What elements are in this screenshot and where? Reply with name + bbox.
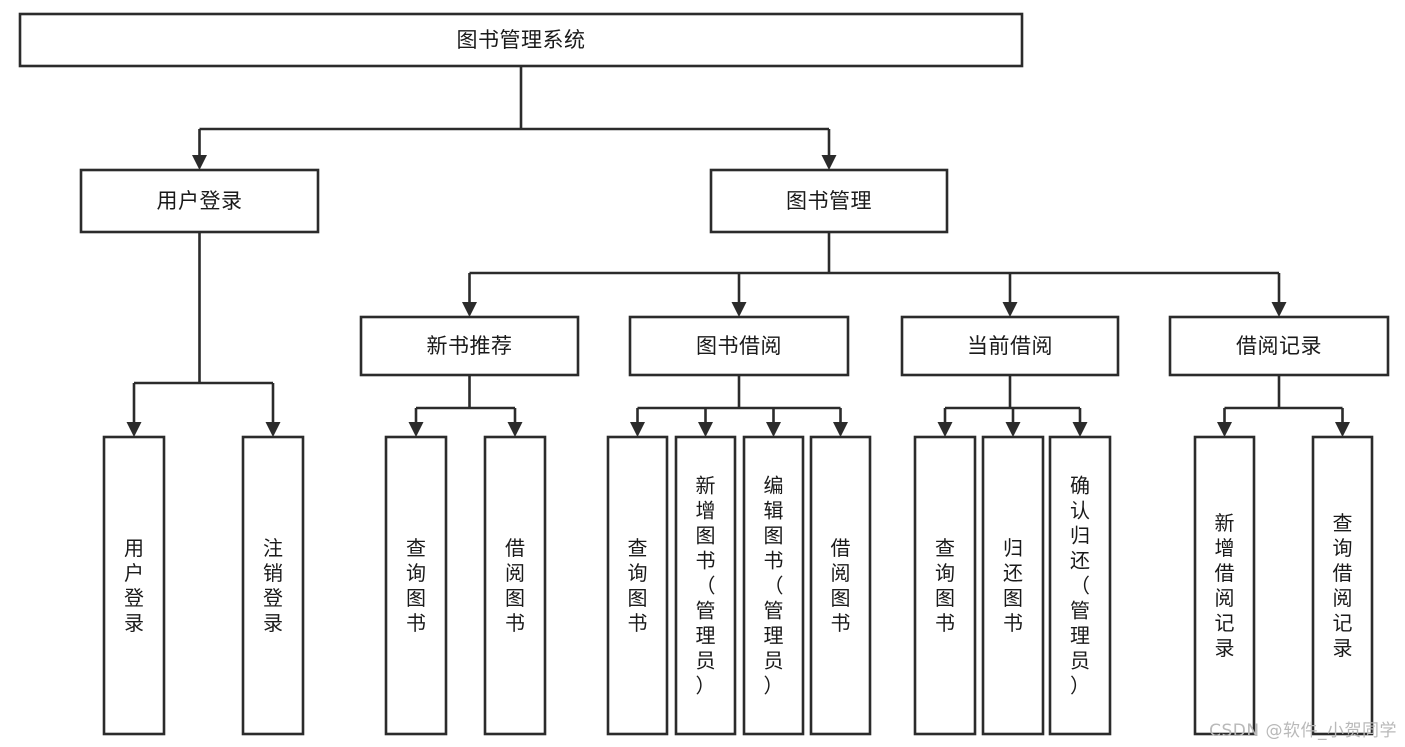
node-box-leaf-user-login[interactable] [102,435,166,736]
node-label-leaf-borrow-book-recommend: 借阅图书 [505,536,525,635]
node-label-leaf-return-book: 归还图书 [1003,536,1023,635]
node-leaf-query-book-current[interactable]: 查询图书 [913,435,977,736]
node-box-current-borrow[interactable] [900,315,1120,377]
arrowhead-icon [1005,422,1021,437]
node-box-book-management[interactable] [709,168,949,234]
node-box-book-borrow[interactable] [628,315,850,377]
arrowhead-icon [126,422,142,437]
node-label-borrow-record: 借阅记录 [1236,334,1322,358]
connector-group-borrow-record [1217,375,1350,437]
node-borrow-record[interactable]: 借阅记录 [1168,315,1390,377]
node-box-leaf-edit-book-admin[interactable] [742,435,805,736]
node-box-leaf-query-book-current[interactable] [913,435,977,736]
node-box-root[interactable] [18,12,1024,68]
node-leaf-query-book-recommend[interactable]: 查询图书 [384,435,448,736]
node-leaf-user-login[interactable]: 用户登录 [102,435,166,736]
node-leaf-borrow-book-recommend[interactable]: 借阅图书 [483,435,547,736]
node-box-borrow-record[interactable] [1168,315,1390,377]
node-leaf-query-book-borrow[interactable]: 查询图书 [606,435,669,736]
connectors-layer [126,66,1350,437]
arrowhead-icon [507,422,523,437]
node-label-leaf-confirm-return-admin: 确认归还（管理员） [1070,474,1090,698]
node-current-borrow[interactable]: 当前借阅 [900,315,1120,377]
node-leaf-edit-book-admin[interactable]: 编辑图书（管理员） [742,435,805,736]
node-leaf-borrow-book-borrow[interactable]: 借阅图书 [809,435,872,736]
arrowhead-icon [1072,422,1088,437]
node-box-new-book-recommend[interactable] [359,315,580,377]
arrowhead-icon [265,422,281,437]
node-label-leaf-query-book-current: 查询图书 [935,536,955,635]
node-label-leaf-edit-book-admin: 编辑图书（管理员） [764,474,784,698]
arrowhead-icon [937,422,953,437]
node-box-leaf-borrow-book-recommend[interactable] [483,435,547,736]
node-label-root: 图书管理系统 [457,28,586,52]
node-label-leaf-borrow-book-borrow: 借阅图书 [831,536,851,635]
node-box-leaf-query-book-borrow[interactable] [606,435,669,736]
connector-group-current-borrow [937,375,1088,437]
arrowhead-icon [1217,422,1232,437]
node-box-leaf-query-book-recommend[interactable] [384,435,448,736]
arrowhead-icon [833,422,848,437]
arrowhead-icon [1335,422,1350,437]
node-leaf-return-book[interactable]: 归还图书 [981,435,1045,736]
connector-group-new-book-recommend [408,375,523,437]
arrowhead-icon [192,155,207,170]
node-leaf-add-borrow-record[interactable]: 新增借阅记录 [1193,435,1256,736]
arrowhead-icon [731,302,747,317]
node-box-user-login[interactable] [79,168,320,234]
node-leaf-query-borrow-record[interactable]: 查询借阅记录 [1311,435,1374,736]
node-leaf-user-logout[interactable]: 注销登录 [241,435,305,736]
arrowhead-icon [408,422,424,437]
node-box-leaf-query-borrow-record[interactable] [1311,435,1374,736]
arrowhead-icon [766,422,781,437]
arrowhead-icon [630,422,645,437]
node-label-book-management: 图书管理 [786,189,872,213]
arrowhead-icon [698,422,713,437]
node-user-login[interactable]: 用户登录 [79,168,320,234]
node-label-current-borrow: 当前借阅 [967,334,1053,358]
node-label-leaf-query-book-recommend: 查询图书 [406,536,426,635]
arrowhead-icon [462,302,477,317]
arrowhead-icon [821,155,837,170]
arrowhead-icon [1002,302,1018,317]
node-leaf-confirm-return-admin[interactable]: 确认归还（管理员） [1048,435,1112,736]
node-label-leaf-add-borrow-record: 新增借阅记录 [1215,511,1235,660]
node-box-leaf-borrow-book-borrow[interactable] [809,435,872,736]
node-label-leaf-user-login: 用户登录 [124,536,144,635]
node-box-leaf-add-book-admin[interactable] [674,435,737,736]
node-label-leaf-query-borrow-record: 查询借阅记录 [1333,511,1353,660]
connector-group-book-management [462,232,1287,317]
node-box-leaf-confirm-return-admin[interactable] [1048,435,1112,736]
node-leaf-add-book-admin[interactable]: 新增图书（管理员） [674,435,737,736]
node-label-leaf-add-book-admin: 新增图书（管理员） [696,474,716,698]
nodes-layer: 图书管理系统用户登录图书管理新书推荐图书借阅当前借阅借阅记录用户登录注销登录查询… [18,12,1390,736]
arrowhead-icon [1271,302,1287,317]
csdn-watermark: CSDN @软件_小贺同学 [1209,721,1397,741]
node-box-leaf-add-borrow-record[interactable] [1193,435,1256,736]
node-label-new-book-recommend: 新书推荐 [427,334,513,358]
connector-group-book-borrow [630,375,848,437]
node-box-leaf-return-book[interactable] [981,435,1045,736]
node-label-leaf-query-book-borrow: 查询图书 [628,536,648,635]
node-box-leaf-user-logout[interactable] [241,435,305,736]
node-label-book-borrow: 图书借阅 [696,334,782,358]
node-book-management[interactable]: 图书管理 [709,168,949,234]
node-root[interactable]: 图书管理系统 [18,12,1024,68]
node-label-leaf-user-logout: 注销登录 [263,536,283,635]
connector-group-user-login [126,232,281,437]
node-new-book-recommend[interactable]: 新书推荐 [359,315,580,377]
connector-group-root [192,66,837,170]
node-label-user-login: 用户登录 [157,189,243,213]
node-book-borrow[interactable]: 图书借阅 [628,315,850,377]
